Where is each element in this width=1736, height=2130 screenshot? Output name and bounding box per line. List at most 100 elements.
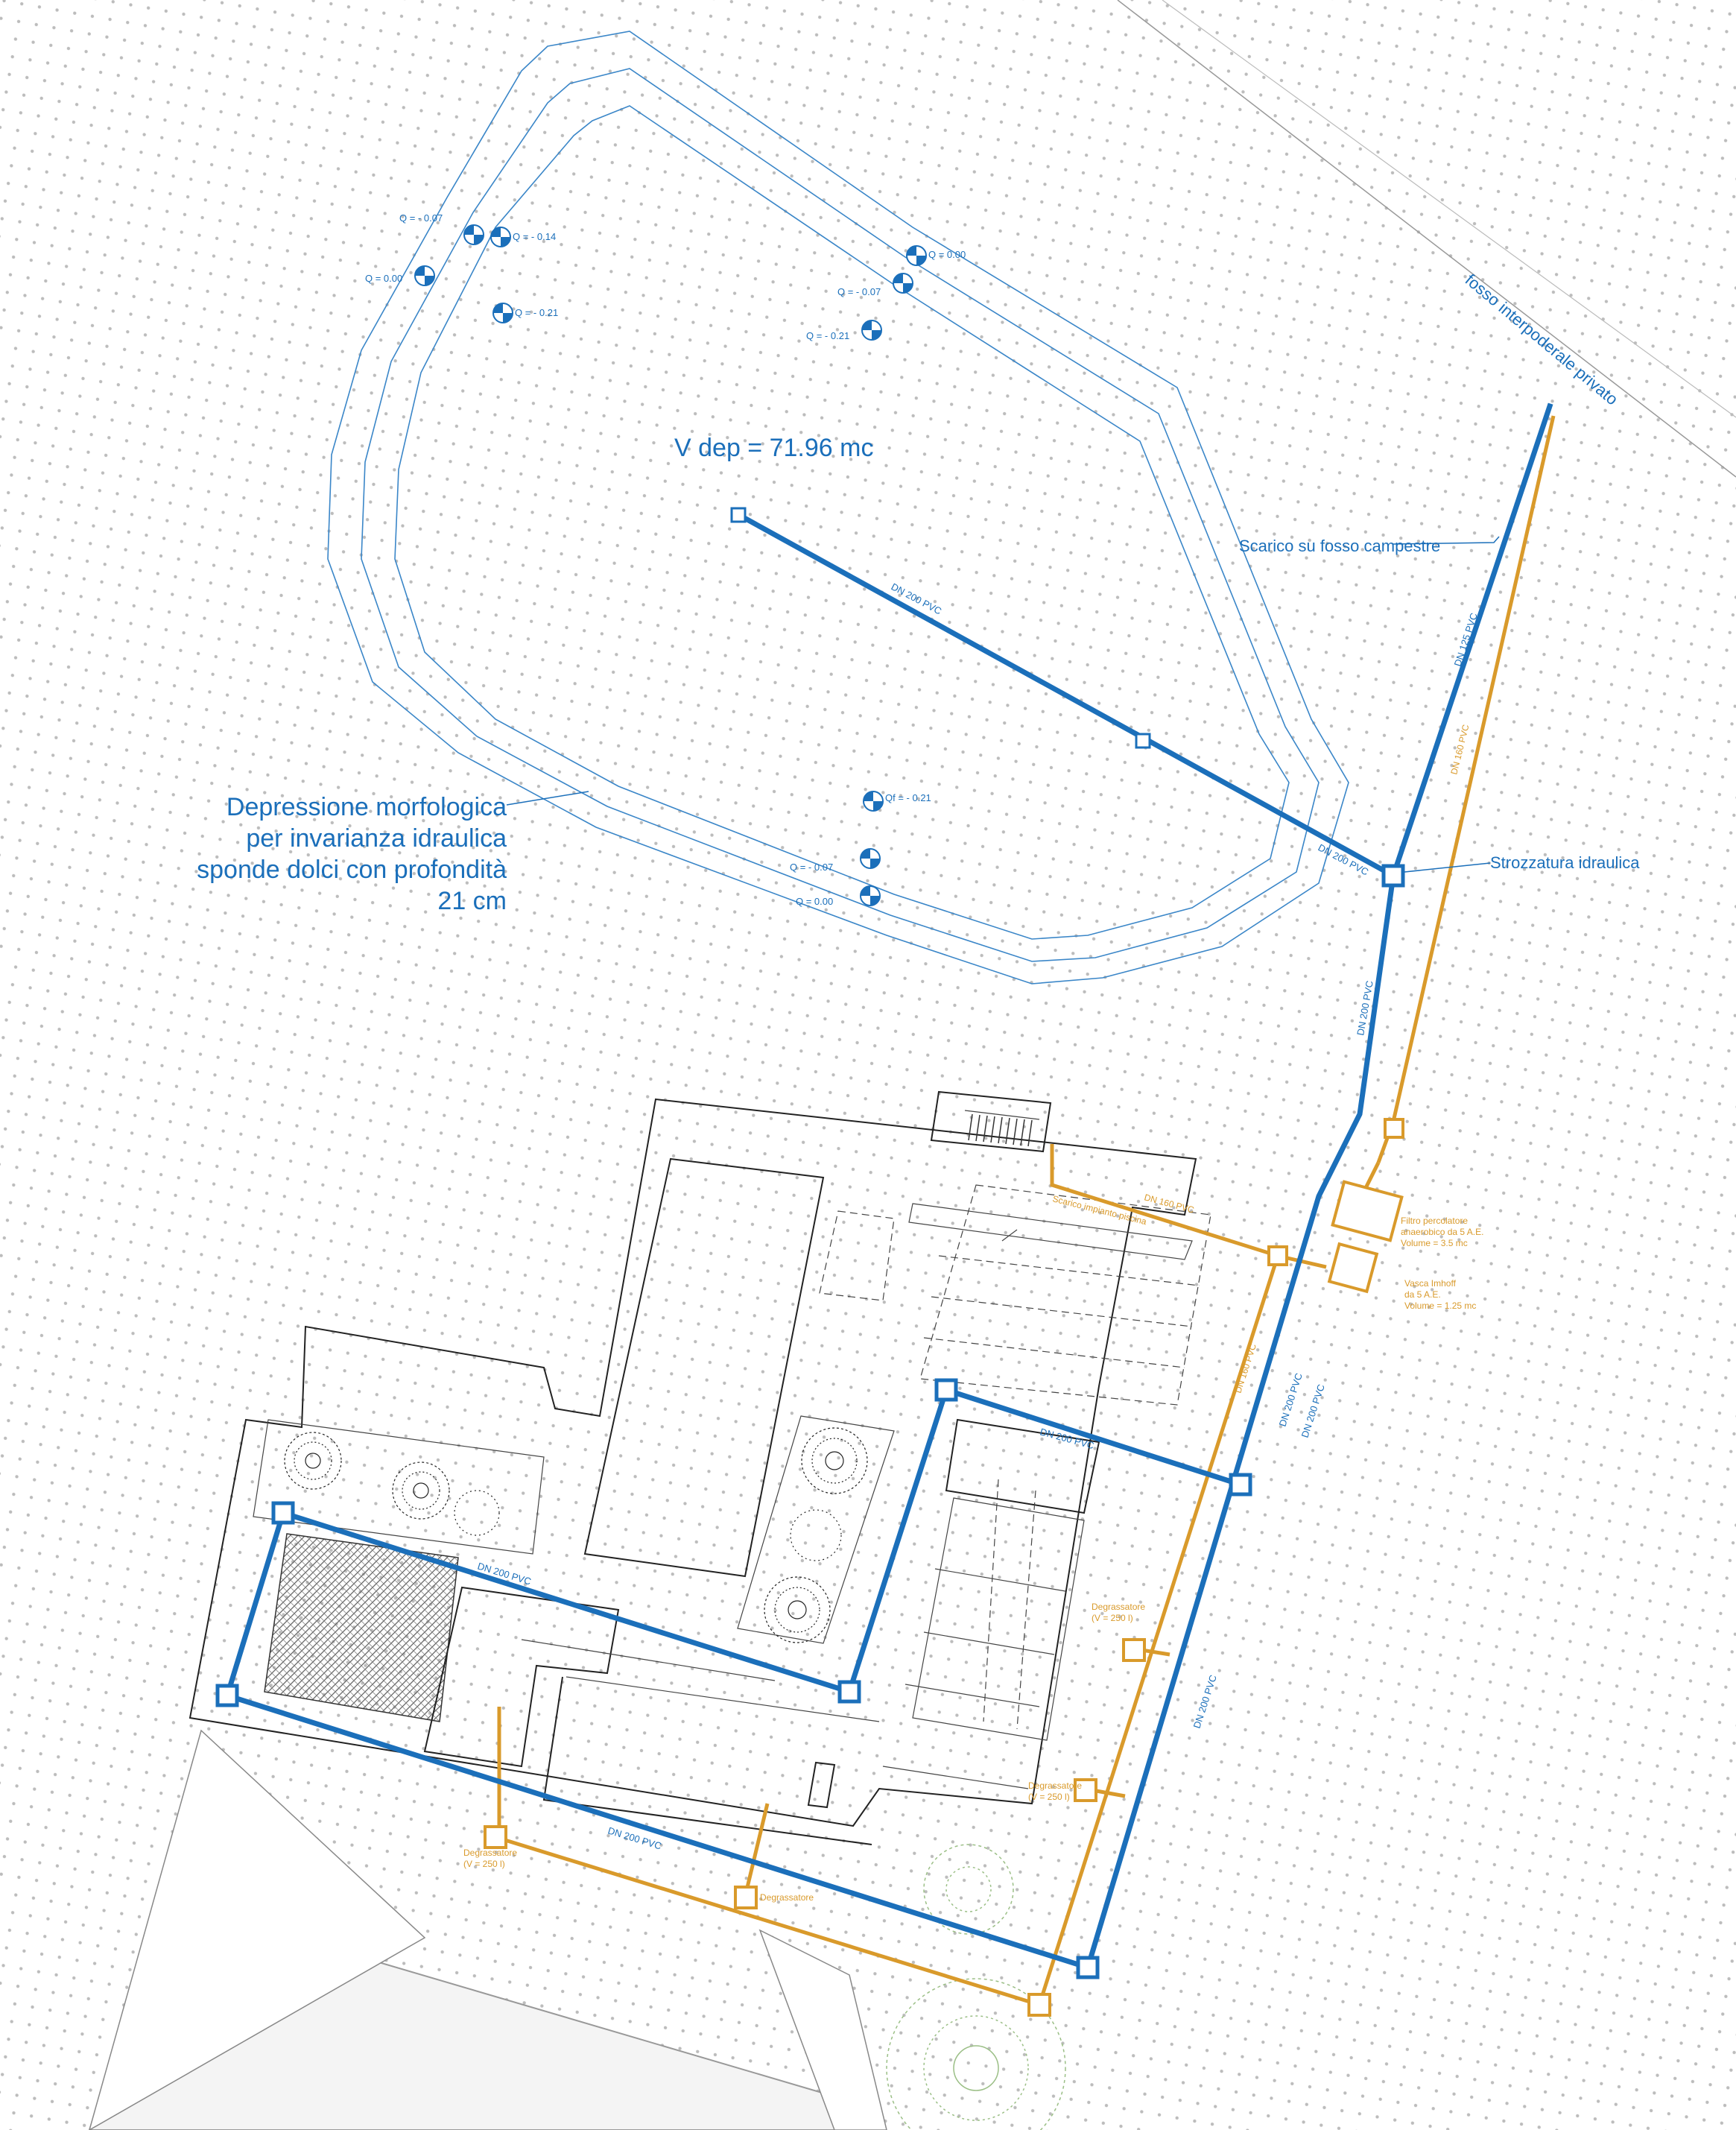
planter xyxy=(737,1415,895,1644)
filter-tank[interactable] xyxy=(1331,1180,1404,1242)
tree-3 xyxy=(801,1427,868,1494)
imhoff-callout: Vasca Imhoff da 5 A.E. Volume = 1.25 mc xyxy=(1404,1278,1476,1311)
elevation-markers: Q = - 0.07 Q = - 0.14 Q = 0.00 Q = - 0.2… xyxy=(365,212,966,907)
elev-marker-10[interactable]: Q = 0.00 xyxy=(796,885,881,907)
sw-pipe-north[interactable] xyxy=(943,1386,1244,1488)
grease-trap-3[interactable] xyxy=(484,1825,507,1849)
sw-pipe-depression[interactable] xyxy=(734,511,1397,879)
elev-label-1: Q = - 0.07 xyxy=(399,212,443,224)
elev-marker-9[interactable]: Q = - 0.07 xyxy=(790,848,881,873)
contour-outer[interactable] xyxy=(327,31,1349,985)
tree-2 xyxy=(392,1461,450,1520)
sw-manhole-north[interactable] xyxy=(1229,1473,1252,1497)
grease2-line-2: (V = 250 l) xyxy=(1028,1792,1070,1802)
elev-marker-5[interactable]: Q = 0.00 xyxy=(906,245,966,266)
sw-pipe-main[interactable] xyxy=(1084,873,1396,1971)
shrub-2 xyxy=(790,1509,842,1561)
sw-manhole-edge[interactable] xyxy=(215,1684,239,1707)
ww-manhole-2[interactable] xyxy=(1267,1245,1288,1266)
ww-pipe-grease-4[interactable] xyxy=(743,1803,770,1897)
elev-label-4: Q = - 0.21 xyxy=(515,307,558,318)
grease3-line-2: (V = 250 l) xyxy=(463,1859,505,1869)
sw-pipe-south[interactable] xyxy=(224,1692,1092,1971)
imhoff-line-1: Vasca Imhoff xyxy=(1404,1278,1457,1289)
grease-trap-4[interactable] xyxy=(734,1886,758,1909)
grease-callout-2: Degrassatore (V = 250 l) xyxy=(1028,1780,1082,1802)
swimming-pool[interactable] xyxy=(583,1157,825,1578)
depression-line-3: sponde dolci con profondità xyxy=(197,856,507,884)
elev-marker-7[interactable]: Q = - 0.21 xyxy=(806,320,882,341)
sw-manhole-west[interactable] xyxy=(271,1501,295,1525)
sw-pipe-discharge[interactable] xyxy=(1390,402,1553,879)
stair-block xyxy=(930,1090,1052,1153)
filter-line-2: anaerobico da 5 A.E. xyxy=(1401,1227,1483,1237)
tree-4 xyxy=(764,1576,831,1643)
ww-pipe-south[interactable] xyxy=(495,1835,1040,2007)
access-road xyxy=(758,1929,887,2130)
elev-label-8: Qf = - 0.21 xyxy=(885,792,931,803)
imhoff-line-3: Volume = 1.25 mc xyxy=(1404,1301,1476,1311)
sw-pipe-edge[interactable] xyxy=(224,1509,287,1699)
ww-manhole-1[interactable] xyxy=(1384,1118,1404,1139)
sw-inlet-depression[interactable] xyxy=(730,507,747,523)
paved-triangle xyxy=(89,1729,426,2130)
stair-line xyxy=(964,1110,1040,1120)
elev-label-7: Q = - 0.21 xyxy=(806,330,849,341)
wastewater-network xyxy=(484,415,1556,2017)
building-outline xyxy=(189,1098,1197,1827)
patio-hatched xyxy=(264,1533,459,1722)
sw-manhole-pool[interactable] xyxy=(934,1378,958,1402)
stormwater-network xyxy=(215,402,1553,1979)
imhoff-line-2: da 5 A.E. xyxy=(1404,1289,1441,1300)
elev-marker-2[interactable]: Q = - 0.14 xyxy=(490,227,556,247)
sw-pipe-west[interactable] xyxy=(279,1509,853,1696)
elev-marker-1[interactable]: Q = - 0.07 xyxy=(399,212,484,245)
elev-label-9: Q = - 0.07 xyxy=(790,862,833,873)
grease-callout-1: Degrassatore (V = 250 l) xyxy=(1092,1602,1145,1623)
tree-1 xyxy=(284,1432,342,1490)
grease-trap-1[interactable] xyxy=(1122,1638,1146,1662)
throttle-manhole[interactable] xyxy=(1381,864,1405,888)
contour-mid[interactable] xyxy=(361,68,1320,962)
grease-callout-4: Degrassatore xyxy=(760,1892,814,1903)
grease2-line-1: Degrassatore xyxy=(1028,1780,1082,1791)
sw-pipe-planter[interactable] xyxy=(846,1386,950,1696)
pool-equipment xyxy=(819,1210,895,1301)
filter-line-1: Filtro percolatore xyxy=(1401,1216,1468,1226)
garden-bed xyxy=(253,1419,545,1555)
interior-walls xyxy=(423,1418,1100,1845)
sw-manhole-planter[interactable] xyxy=(837,1680,861,1704)
shrub-1 xyxy=(454,1490,500,1536)
depression-description: Depressione morfologica per invarianza i… xyxy=(197,793,507,915)
elev-marker-4[interactable]: Q = - 0.21 xyxy=(492,303,558,323)
ww-manhole-end[interactable] xyxy=(1027,1993,1051,2017)
grease1-line-2: (V = 250 l) xyxy=(1092,1613,1133,1623)
depression-line-4: 21 cm xyxy=(437,887,507,915)
imhoff-tank[interactable] xyxy=(1327,1242,1379,1294)
contour-inner[interactable] xyxy=(394,105,1290,940)
building xyxy=(189,1090,1211,1845)
ditch-edge-1 xyxy=(1117,0,1736,478)
elev-marker-8[interactable]: Qf = - 0.21 xyxy=(863,791,931,812)
discharge-leader xyxy=(1393,536,1500,545)
depression-line-1: Depressione morfologica xyxy=(226,793,507,821)
elev-marker-3[interactable]: Q = 0.00 xyxy=(365,265,435,286)
depression-leader xyxy=(506,791,589,806)
grease-trap-2[interactable] xyxy=(1074,1778,1097,1802)
grease3-line-1: Degrassatore xyxy=(463,1848,517,1858)
sw-manhole-end[interactable] xyxy=(1076,1956,1100,1979)
elev-marker-6[interactable]: Q = - 0.07 xyxy=(837,273,913,297)
filter-callout: Filtro percolatore anaerobico da 5 A.E. … xyxy=(1401,1216,1483,1248)
depression-line-2: per invarianza idraulica xyxy=(246,824,507,853)
grease-callout-3: Degrassatore (V = 250 l) xyxy=(463,1848,517,1869)
filter-line-3: Volume = 3.5 mc xyxy=(1401,1238,1468,1248)
green-vegetation xyxy=(886,1844,1066,2130)
pergola xyxy=(908,1184,1211,1406)
grease1-line-1: Degrassatore xyxy=(1092,1602,1145,1612)
ditch-edge-2 xyxy=(1162,0,1736,418)
sw-grate[interactable] xyxy=(1135,733,1151,749)
ww-pipe-main[interactable] xyxy=(1037,1255,1280,2006)
trees xyxy=(284,1427,868,1643)
ww-pipe-pool[interactable] xyxy=(1050,1144,1279,1258)
